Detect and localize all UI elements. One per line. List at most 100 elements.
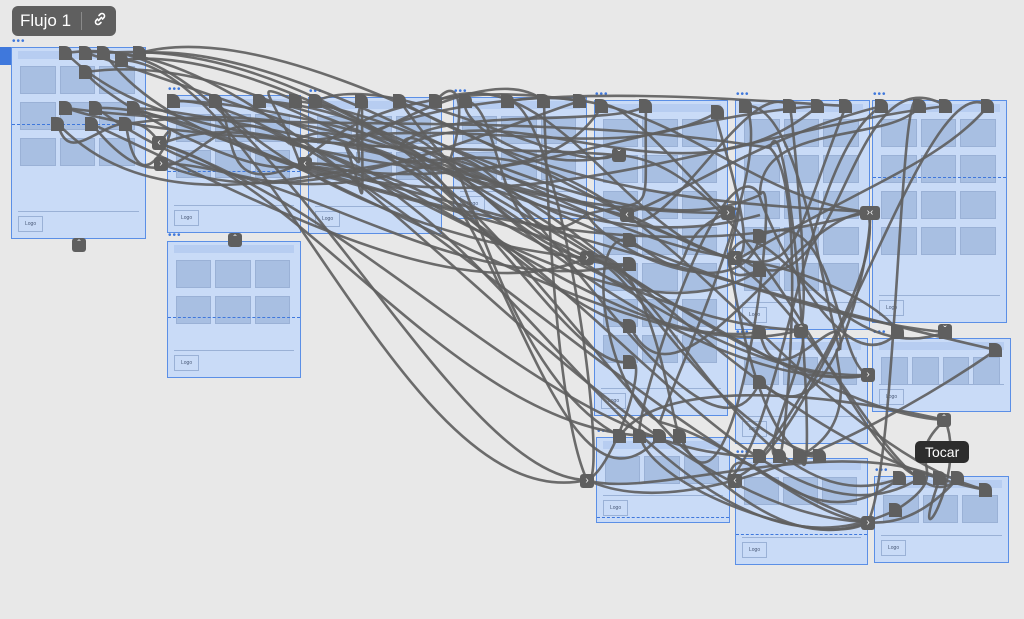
connection-wire[interactable] (895, 419, 946, 512)
connection-wire[interactable] (56, 121, 162, 145)
connection-wire[interactable] (619, 104, 883, 216)
hotspot-connector-handle[interactable] (981, 99, 994, 113)
connection-wire[interactable] (159, 131, 761, 336)
connection-wire[interactable] (299, 162, 997, 352)
hotspot-connector-handle[interactable] (711, 105, 724, 119)
connection-wire[interactable] (739, 105, 990, 260)
navigation-arrow-button[interactable]: › (861, 516, 875, 530)
hotspot-connector-handle[interactable] (933, 471, 946, 485)
connection-wire[interactable] (638, 435, 869, 531)
hotspot-connector-handle[interactable] (623, 355, 636, 369)
connection-wire[interactable] (726, 461, 901, 504)
navigation-arrow-button[interactable]: ˆ (72, 238, 86, 252)
hotspot-connector-handle[interactable] (623, 233, 636, 247)
connection-wire[interactable] (289, 131, 631, 328)
hotspot-connector-handle[interactable] (753, 263, 766, 277)
hotspot-connector-handle[interactable] (79, 65, 92, 79)
hotspot-connector-handle[interactable] (783, 99, 796, 113)
hotspot-connector-handle[interactable] (813, 449, 826, 463)
hotspot-connector-handle[interactable] (753, 375, 766, 389)
connection-wire[interactable] (758, 193, 899, 346)
connection-wire[interactable] (449, 156, 987, 492)
connection-wire[interactable] (295, 99, 761, 212)
connection-wire[interactable] (65, 49, 869, 524)
hotspot-connector-handle[interactable] (89, 101, 102, 115)
connection-wire[interactable] (758, 211, 872, 458)
connection-wire[interactable] (449, 158, 621, 438)
connection-wire[interactable] (585, 213, 762, 275)
connection-wire[interactable] (758, 330, 842, 361)
connection-wire[interactable] (727, 256, 959, 489)
connection-wire[interactable] (159, 142, 761, 458)
hotspot-connector-handle[interactable] (429, 94, 442, 108)
hotspot-connector-handle[interactable] (753, 229, 766, 243)
hotspot-connector-handle[interactable] (501, 94, 514, 108)
navigation-arrow-button[interactable]: ˆ (228, 233, 242, 247)
connection-wire[interactable] (463, 100, 616, 162)
hotspot-connector-handle[interactable] (753, 449, 766, 463)
navigation-arrow-button[interactable]: ‹ (298, 157, 312, 171)
hotspot-connector-handle[interactable] (253, 94, 266, 108)
hotspot-connector-handle[interactable] (459, 94, 472, 108)
navigation-arrow-button[interactable]: › (580, 474, 594, 488)
navigation-arrow-button[interactable]: › (580, 251, 594, 265)
artboard-options-icon[interactable]: ••• (454, 86, 468, 97)
connection-wire[interactable] (124, 123, 172, 167)
hotspot-connector-handle[interactable] (51, 117, 64, 131)
navigation-arrow-button[interactable]: › (721, 206, 735, 220)
connection-wire[interactable] (84, 71, 301, 169)
connection-wire[interactable] (678, 190, 768, 464)
connection-wire[interactable] (758, 105, 922, 196)
hotspot-connector-handle[interactable] (97, 46, 110, 60)
connection-wire[interactable] (121, 58, 588, 484)
navigation-arrow-button[interactable]: ˆ (794, 324, 808, 338)
navigation-arrow-button[interactable]: ›‹ (860, 206, 880, 220)
artboard[interactable]: Logo (872, 338, 1011, 412)
artboard-options-icon[interactable]: ••• (168, 230, 182, 241)
hotspot-connector-handle[interactable] (393, 94, 406, 108)
hotspot-connector-handle[interactable] (753, 325, 766, 339)
connection-wire[interactable] (586, 105, 648, 216)
connection-wire[interactable] (866, 99, 922, 523)
artboard-options-icon[interactable]: ••• (309, 86, 323, 97)
connection-wire[interactable] (507, 99, 595, 482)
hotspot-connector-handle[interactable] (773, 449, 786, 463)
flow-label[interactable]: Flujo 1 (12, 6, 117, 36)
artboard-options-icon[interactable]: ••• (595, 89, 609, 100)
connection-wire[interactable] (449, 157, 762, 410)
connection-wire[interactable] (727, 104, 883, 482)
hotspot-connector-handle[interactable] (673, 429, 686, 443)
hotspot-connector-handle[interactable] (209, 94, 222, 108)
connection-wire[interactable] (214, 100, 588, 260)
connection-wire[interactable] (159, 142, 661, 438)
hotspot-connector-handle[interactable] (913, 471, 926, 485)
connection-wire[interactable] (637, 185, 762, 437)
hotspot-connector-handle[interactable] (891, 325, 904, 339)
hotspot-connector-handle[interactable] (875, 99, 888, 113)
hotspot-connector-handle[interactable] (913, 99, 926, 113)
hotspot-connector-handle[interactable] (623, 319, 636, 333)
connection-wire[interactable] (103, 50, 869, 377)
connection-wire[interactable] (542, 100, 589, 481)
navigation-arrow-button[interactable]: ‹ (728, 474, 742, 488)
navigation-arrow-button[interactable]: ˆ (937, 413, 951, 427)
hotspot-connector-handle[interactable] (59, 46, 72, 60)
hotspot-connector-handle[interactable] (289, 94, 302, 108)
connection-wire[interactable] (133, 106, 621, 216)
connection-wire[interactable] (449, 158, 987, 492)
hotspot-connector-handle[interactable] (739, 99, 752, 113)
connection-wire[interactable] (344, 143, 631, 364)
navigation-arrow-button[interactable]: ‹ (152, 136, 166, 150)
hotspot-connector-handle[interactable] (639, 99, 652, 113)
hotspot-connector-handle[interactable] (633, 429, 646, 443)
artboard-options-icon[interactable]: ••• (168, 84, 182, 95)
hotspot-connector-handle[interactable] (839, 99, 852, 113)
artboard-options-icon[interactable]: ••• (736, 89, 750, 100)
hotspot-connector-handle[interactable] (793, 449, 806, 463)
connection-wire[interactable] (614, 153, 921, 480)
hotspot-connector-handle[interactable] (79, 46, 92, 60)
hotspot-connector-handle[interactable] (613, 429, 626, 443)
hotspot-connector-handle[interactable] (59, 101, 72, 115)
hotspot-connector-handle[interactable] (85, 117, 98, 131)
hotspot-connector-handle[interactable] (127, 101, 140, 115)
